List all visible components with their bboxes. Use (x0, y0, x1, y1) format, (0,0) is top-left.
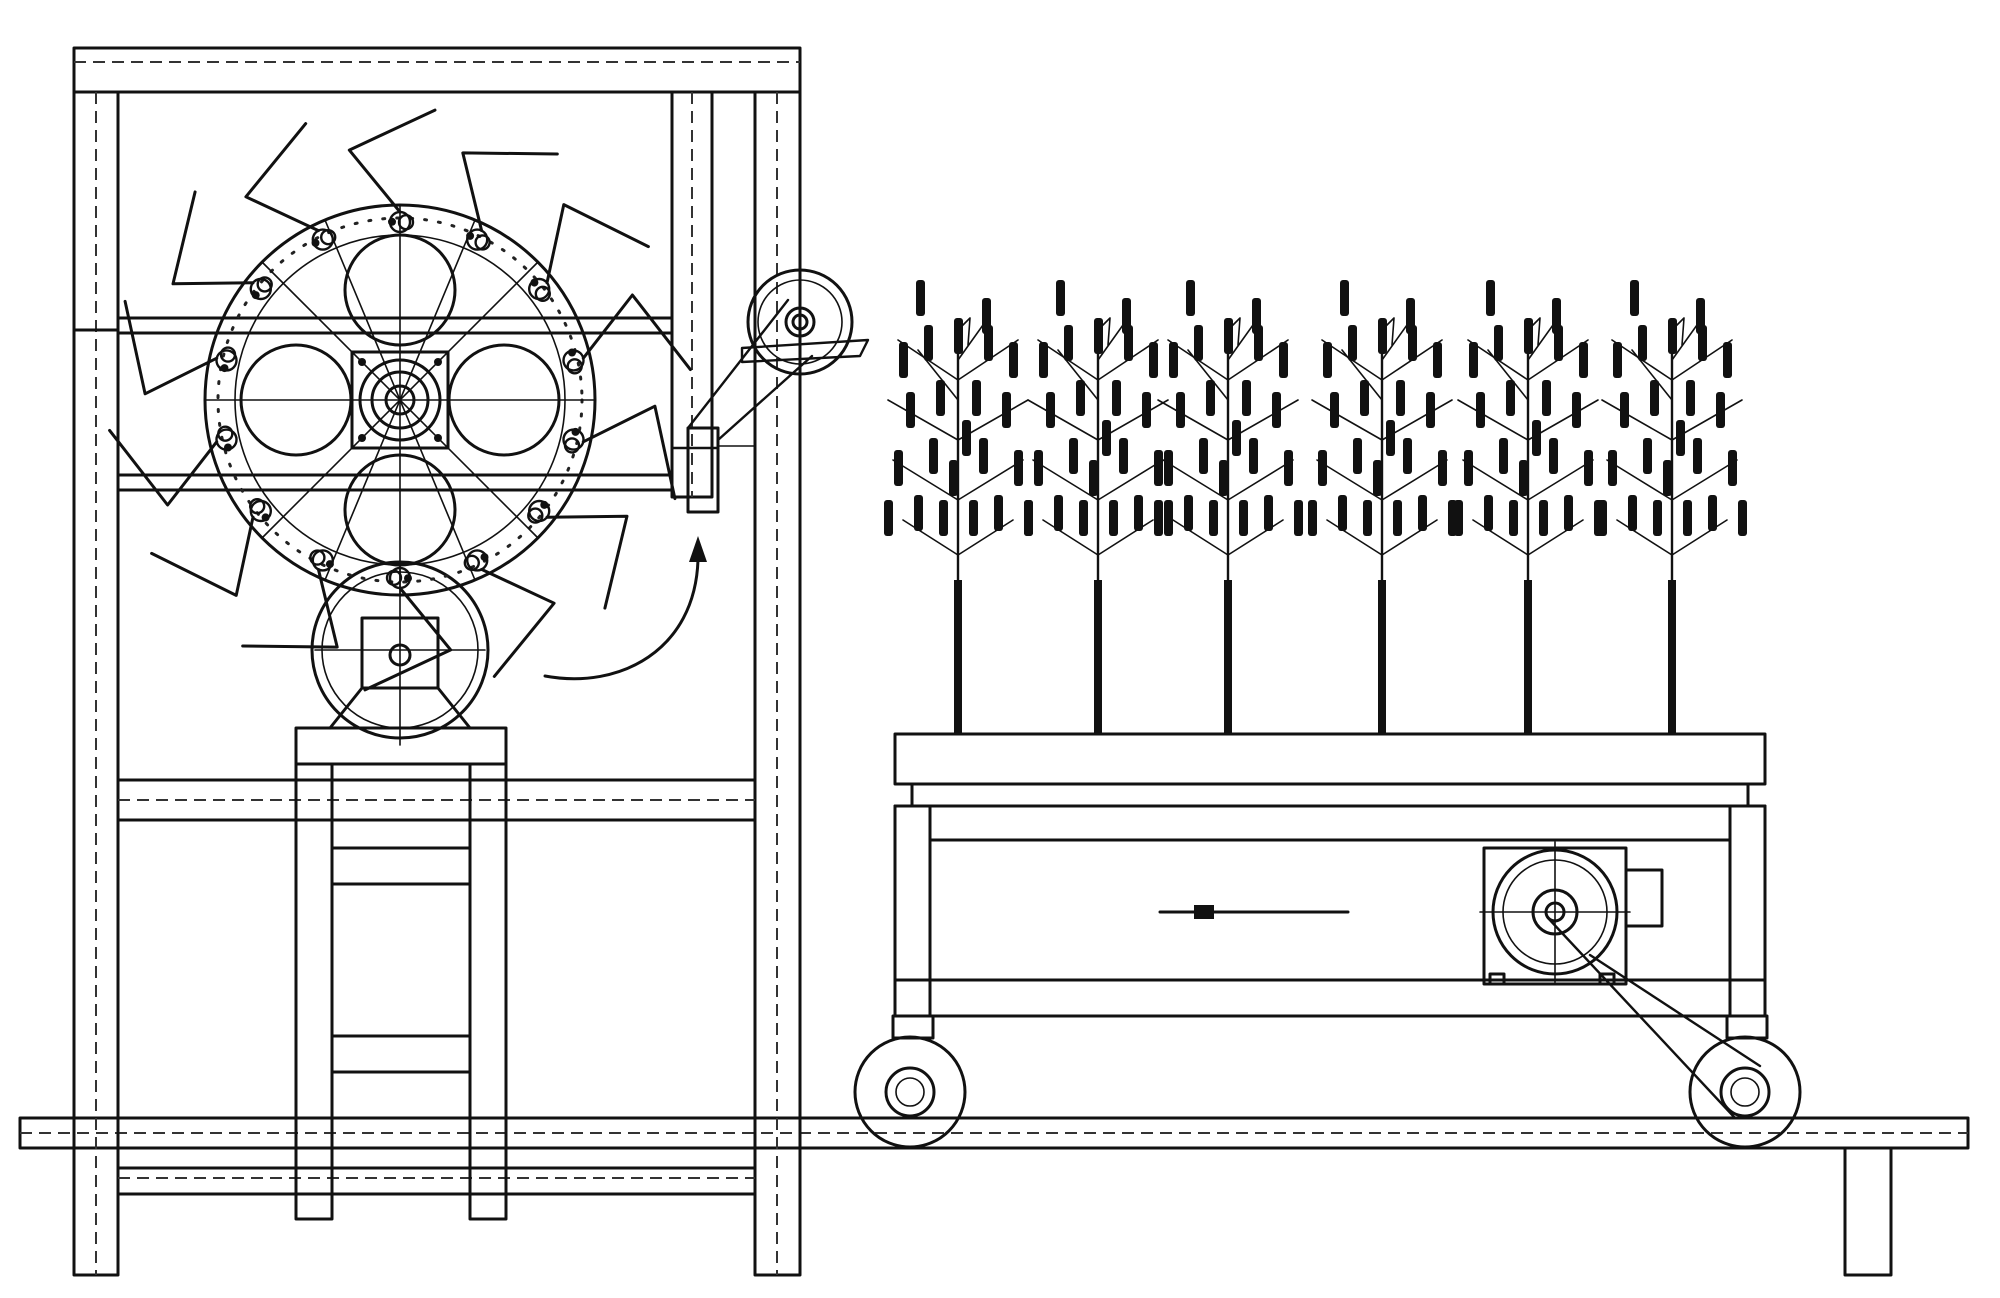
plant (884, 280, 1033, 735)
crop-plants (884, 280, 1747, 735)
tine (562, 293, 692, 375)
tine (527, 499, 629, 610)
plant (1454, 280, 1603, 735)
trolley-cart (891, 732, 1769, 1040)
rear-wheel (1688, 1035, 1802, 1149)
tine (363, 566, 453, 692)
tine (562, 404, 677, 501)
drive-belt (670, 298, 814, 450)
tine (241, 549, 339, 649)
drive-motor (310, 560, 490, 746)
rotation-arrow (543, 536, 707, 681)
tine (244, 122, 337, 251)
tine (461, 151, 559, 251)
rotary-thresher-drum (203, 203, 597, 597)
cart-wheels (853, 1035, 1802, 1149)
plant (1154, 280, 1303, 735)
tine (150, 498, 272, 597)
tine (123, 299, 238, 396)
tine (463, 549, 556, 678)
drum-tines (108, 108, 692, 692)
plant (1308, 280, 1457, 735)
front-wheel (853, 1035, 967, 1149)
plant (1024, 280, 1173, 735)
tine (171, 190, 273, 301)
tine (108, 425, 238, 507)
idler-pulley (686, 268, 870, 514)
plant (1598, 280, 1747, 735)
cart-motor (1479, 841, 1762, 1120)
ground-rail (18, 1116, 1970, 1277)
motor-stand (294, 726, 508, 1221)
tine (528, 203, 650, 302)
tine (347, 108, 437, 234)
